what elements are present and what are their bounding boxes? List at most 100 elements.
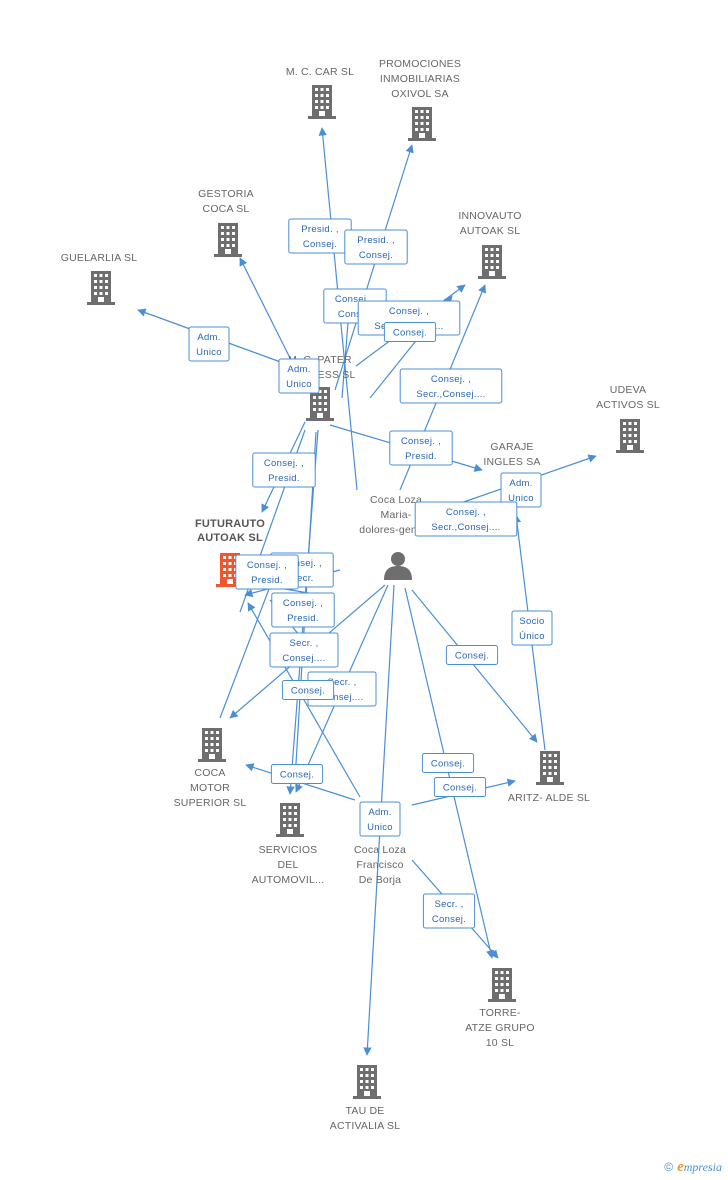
node-label-line: OXIVOL SA bbox=[391, 88, 448, 100]
edge-label-4[interactable]: Consej. bbox=[383, 322, 437, 342]
edge-label-text: Consej. , bbox=[247, 560, 287, 571]
node-label-line: dolores-gender bbox=[359, 524, 433, 536]
edge-label-text: Consej. bbox=[432, 914, 466, 925]
edge-label-text: Consej. bbox=[455, 651, 489, 662]
edge-label-20[interactable]: Consej. bbox=[270, 764, 324, 784]
edge-label-text: Consej. bbox=[393, 328, 427, 339]
edge-label-21[interactable]: Consej. bbox=[421, 753, 475, 773]
edge-label-box bbox=[271, 592, 335, 628]
node-servicios[interactable]: SERVICIOSDELAUTOMOVIL... bbox=[252, 803, 325, 886]
edge-label-8[interactable]: Consej. ,Presid. bbox=[389, 430, 453, 466]
edge-label-text: Único bbox=[519, 631, 545, 642]
node-label-line: De Borja bbox=[359, 874, 401, 886]
building-icon bbox=[276, 803, 304, 837]
edge-label-22[interactable]: Consej. bbox=[433, 777, 487, 797]
edge-label-9[interactable]: Consej. ,Presid. bbox=[252, 452, 316, 488]
brand-footer: ©empresia bbox=[664, 1159, 722, 1176]
edge-label-13[interactable]: Consej. , Presid. bbox=[235, 554, 299, 590]
edge-label-text: Consej. bbox=[359, 250, 393, 261]
node-innovauto[interactable]: INNOVAUTO AUTOAK SL bbox=[458, 210, 521, 279]
node-label-line: Maria- bbox=[381, 509, 412, 521]
node-mccar[interactable]: M. C. CAR SL bbox=[286, 66, 354, 119]
edge-label-box bbox=[252, 452, 316, 488]
edge-label-text: Presid. , bbox=[357, 235, 395, 246]
edge-label-text: Adm. bbox=[287, 364, 310, 375]
node-guelarlia[interactable]: GUELARLIA SL bbox=[61, 252, 138, 305]
edge-label-box bbox=[414, 501, 518, 537]
edge-label-text: Consej. bbox=[443, 783, 477, 794]
brand-logo-text: mpresia bbox=[683, 1160, 722, 1174]
edge-label-box bbox=[235, 554, 299, 590]
edge-label-box bbox=[278, 358, 320, 394]
edge-label-text: Adm. bbox=[368, 807, 391, 818]
node-label-line: COCA bbox=[194, 767, 225, 779]
node-label-line: FUTURAUTO bbox=[195, 518, 265, 530]
node-label-line: SERVICIOS bbox=[259, 844, 318, 856]
node-label-line: UDEVA bbox=[610, 384, 646, 396]
edge-label-text: Consej. bbox=[291, 686, 325, 697]
relation-edge-1 bbox=[334, 144, 414, 391]
edge-label-1[interactable]: Presid. , Consej. bbox=[344, 229, 408, 265]
edge-label-0[interactable]: Presid. ,Consej. bbox=[288, 218, 352, 254]
edge-label-text: Consej.... bbox=[320, 692, 363, 703]
building-icon bbox=[87, 271, 115, 305]
edge-label-11[interactable]: Consej. ,Secr.,Consej.... bbox=[414, 501, 518, 537]
edge-label-text: Secr. , bbox=[289, 638, 318, 649]
building-icon bbox=[408, 107, 436, 141]
edge-label-box bbox=[399, 368, 503, 404]
relation-edge-6 bbox=[239, 257, 297, 371]
edge-label-5[interactable]: Adm.Unico bbox=[188, 326, 230, 362]
edge-label-text: Consej. , bbox=[335, 294, 375, 305]
edge-label-7[interactable]: Consej. ,Secr.,Consej.... bbox=[399, 368, 503, 404]
node-label-line: ACTIVOS SL bbox=[596, 399, 660, 411]
edge-label-23[interactable]: Adm. Unico bbox=[359, 801, 401, 837]
edge-label-24[interactable]: Secr. , Consej. bbox=[422, 893, 476, 929]
edge-label-16[interactable]: Secr. ,Consej.... bbox=[269, 632, 339, 668]
edge-label-text: Adm. bbox=[509, 478, 532, 489]
node-label-line: ATZE GRUPO bbox=[465, 1022, 534, 1034]
node-label-line: AUTOAK SL bbox=[460, 225, 521, 237]
node-label-line: INNOVAUTO bbox=[458, 210, 521, 222]
node-label-line: M. C. CAR SL bbox=[286, 66, 354, 78]
node-label-line: MOTOR bbox=[190, 782, 230, 794]
node-label-line: ACTIVALIA SL bbox=[330, 1120, 401, 1132]
edge-label-box bbox=[188, 326, 230, 362]
node-label-line: AUTOAK SL bbox=[197, 532, 263, 544]
node-label-line: GARAJE bbox=[490, 441, 533, 453]
edge-label-box bbox=[270, 764, 324, 784]
node-label-line: ARITZ- ALDE SL bbox=[508, 792, 590, 804]
edge-label-6[interactable]: Adm.Unico bbox=[278, 358, 320, 394]
edge-label-10[interactable]: Adm.Unico bbox=[500, 472, 542, 508]
person-icon bbox=[384, 552, 412, 580]
edge-label-text: Consej. bbox=[431, 759, 465, 770]
node-label-line: GESTORIA bbox=[198, 188, 254, 200]
edge-label-text: Secr.,Consej.... bbox=[416, 389, 485, 400]
edge-label-box bbox=[500, 472, 542, 508]
node-label-line: Coca Loza bbox=[370, 494, 422, 506]
edge-label-text: Consej. bbox=[303, 239, 337, 250]
edge-label-text: Consej. bbox=[280, 770, 314, 781]
edge-label-17[interactable]: Consej. bbox=[445, 645, 499, 665]
edge-label-box bbox=[445, 645, 499, 665]
edge-label-text: Secr. , bbox=[434, 899, 463, 910]
edge-label-box bbox=[383, 322, 437, 342]
node-udeva[interactable]: UDEVA ACTIVOS SL bbox=[596, 384, 660, 453]
node-aritz[interactable]: ARITZ- ALDE SL bbox=[508, 751, 590, 804]
edge-label-text: Consej. , bbox=[264, 458, 304, 469]
edge-label-text: Presid. bbox=[251, 575, 283, 586]
building-icon bbox=[488, 968, 516, 1002]
edge-label-14[interactable]: Consej. ,Presid. bbox=[271, 592, 335, 628]
edge-label-text: Unico bbox=[367, 822, 393, 833]
edge-label-19[interactable]: Consej. bbox=[281, 680, 335, 700]
node-futurauto[interactable]: FUTURAUTO AUTOAK SL bbox=[195, 518, 265, 587]
edge-label-box bbox=[433, 777, 487, 797]
